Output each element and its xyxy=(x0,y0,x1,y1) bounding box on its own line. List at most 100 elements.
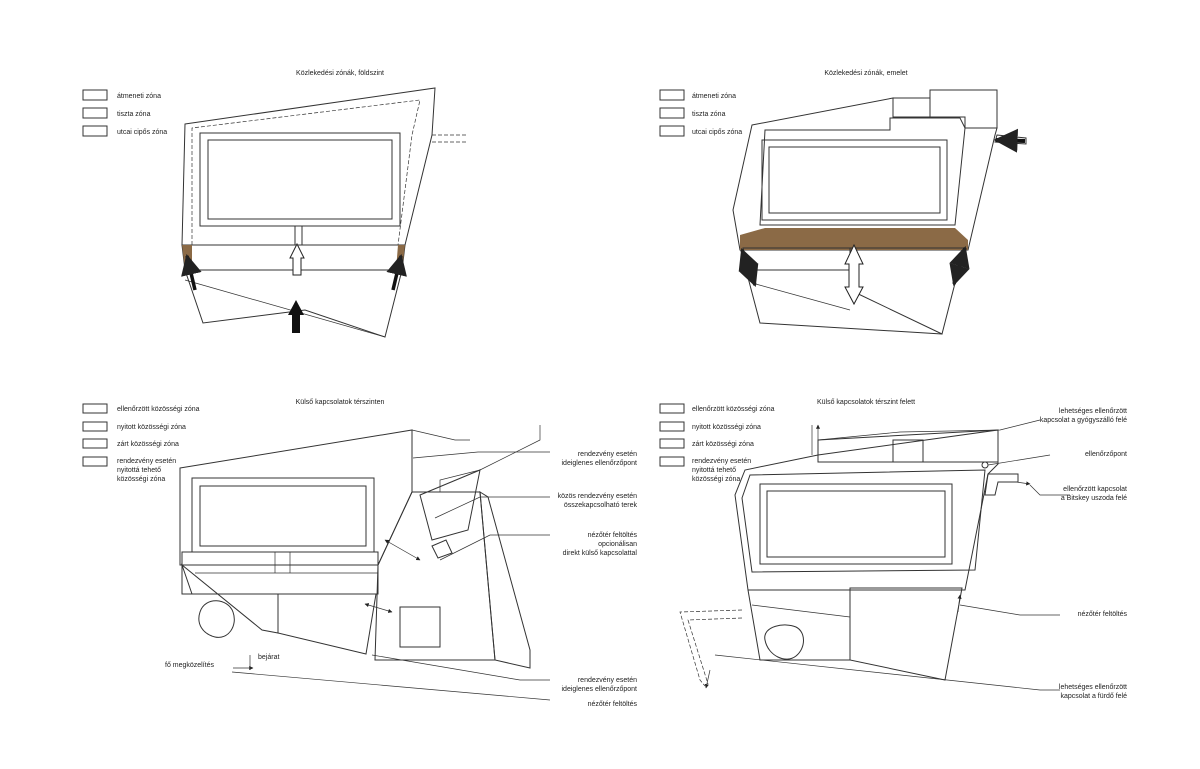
panel2-plan xyxy=(732,89,1027,335)
lower-outline xyxy=(747,589,850,661)
legend-hatch-line1: rendezvény esetén xyxy=(692,458,751,465)
hall-inner-outline xyxy=(207,139,393,220)
panel3-plan: rendezvény esetén ideiglenes ellenőrzőpo… xyxy=(165,425,637,708)
panel2-legend: átmeneti zóna tiszta zóna utcai cipős zó… xyxy=(659,89,742,137)
note-n1-line2: kapcsolat a gyógyszálló felé xyxy=(1040,417,1127,424)
left-entry-arrow-icon xyxy=(181,253,202,291)
transition-zone-top xyxy=(929,89,998,129)
leader-n5 xyxy=(714,654,1060,691)
connector-arrow-b xyxy=(364,603,393,613)
legend-label-clean: tiszta zóna xyxy=(117,111,151,118)
panel-upper-traffic-zones: Közlekedési zónák, emelet átmeneti zóna … xyxy=(659,70,1027,335)
street-corridor-ring xyxy=(732,97,998,251)
closed-zone-top xyxy=(817,429,999,463)
note-n4-line2: ideiglenes ellenőrzőpont xyxy=(562,686,638,693)
right-stair-arrow-icon xyxy=(949,245,970,287)
clean-entry-arrow-icon xyxy=(289,242,305,276)
double-arrow-icon xyxy=(844,243,864,306)
note-n4-line1: nézőtér feltöltés xyxy=(1078,611,1128,618)
legend-hatch-line2: nyitottá tehető xyxy=(692,467,736,474)
legend-swatch-street xyxy=(82,125,108,137)
leader-n2 xyxy=(987,454,1051,466)
upper-notch xyxy=(892,97,931,118)
note-n2-line1: közös rendezvény esetén xyxy=(558,493,637,500)
site-outline-b xyxy=(411,429,470,441)
street-diagonal-line xyxy=(184,279,386,338)
right-entry-arrow-icon xyxy=(386,253,407,291)
white-block-c xyxy=(399,606,441,648)
court-oval xyxy=(764,624,804,660)
fill-arrow-icon xyxy=(957,594,962,613)
legend-swatch-open xyxy=(82,421,108,432)
note-n3-line3: direkt külső kapcsolattal xyxy=(563,550,638,557)
note-n3-line2: a Bitskey uszoda felé xyxy=(1061,495,1127,502)
legend-label-controlled: ellenőrzött közösségi zóna xyxy=(117,406,200,413)
panel3-title: Külső kapcsolatok térszinten xyxy=(296,399,385,406)
hall-outer-outline xyxy=(191,477,375,553)
lower-diagonal xyxy=(751,282,851,311)
leader-n4 xyxy=(371,654,550,681)
note-n1-line1: rendezvény esetén xyxy=(578,451,637,458)
panel-upper-external-connections: Külső kapcsolatok térszint felett ellenő… xyxy=(659,399,1128,700)
panel1-plan xyxy=(181,87,468,338)
court-oval xyxy=(198,600,235,638)
legend-swatch-hatched xyxy=(82,456,108,467)
controlled-ring xyxy=(734,429,999,591)
dashed-bath-route-a xyxy=(679,609,743,687)
controlled-zone-right xyxy=(479,491,531,669)
panel4-plan: lehetséges ellenőrzött kapcsolat a gyógy… xyxy=(679,408,1128,700)
panel1-title: Közlekedési zónák, földszint xyxy=(296,70,384,77)
note-n3-line1: ellenőrzött kapcsolat xyxy=(1063,486,1127,493)
note-approach: fő megközelítés xyxy=(165,662,215,669)
legend-swatch-clean xyxy=(82,107,108,119)
lower-diagonal xyxy=(751,604,851,618)
open-zone-left xyxy=(180,563,279,634)
leader-n1 xyxy=(412,451,550,459)
main-entry-arrow-icon xyxy=(288,300,304,333)
legend-label-controlled: ellenőrzött közösségi zóna xyxy=(692,406,775,413)
hall-inner-outline xyxy=(768,146,941,214)
legend-label-closed: zárt közösségi zóna xyxy=(692,441,754,448)
open-zone-right xyxy=(374,491,496,661)
hall-inner-outline xyxy=(766,490,946,558)
legend-swatch-controlled xyxy=(82,403,108,414)
left-stair-arrow-icon xyxy=(738,248,759,287)
note-n1-line1: lehetséges ellenőrzött xyxy=(1059,408,1127,415)
legend-hatch-line1: rendezvény esetén xyxy=(117,458,176,465)
note-n2-line1: ellenőrzőpont xyxy=(1085,451,1127,458)
clean-zone-bottom xyxy=(849,247,965,335)
top-notch xyxy=(892,439,924,463)
legend-label-closed: zárt közösségi zóna xyxy=(117,441,179,448)
leader-n1 xyxy=(817,419,1041,441)
legend-swatch-transition xyxy=(82,89,108,101)
legend-hatch-line3: közösségi zóna xyxy=(117,476,165,483)
hall-outer-outline xyxy=(761,139,948,221)
note-n4-line1: rendezvény esetén xyxy=(578,677,637,684)
legend-swatch-street xyxy=(659,125,685,137)
panel4-title: Külső kapcsolatok térszint felett xyxy=(817,399,915,406)
hall-outer-outline xyxy=(759,483,953,565)
corridor-band xyxy=(740,228,968,250)
legend-swatch-clean xyxy=(659,107,685,119)
closed-zone-bottom xyxy=(849,587,963,681)
hall-outer-outline xyxy=(199,132,401,227)
panel1-legend: átmeneti zóna tiszta zóna utcai cipős zó… xyxy=(82,89,167,137)
legend-label-street: utcai cipős zóna xyxy=(692,129,742,136)
leader-n4 xyxy=(959,604,1060,616)
white-block-a xyxy=(419,469,481,541)
leader-n2 xyxy=(434,496,550,519)
leader-n5 xyxy=(231,671,551,701)
leader-n3 xyxy=(439,534,550,561)
legend-swatch-closed xyxy=(82,438,108,449)
legend-swatch-open xyxy=(659,421,685,432)
controlled-link xyxy=(984,473,1019,496)
bath-arrow-icon xyxy=(704,669,711,689)
legend-hatch-line2: nyitottá tehető xyxy=(117,467,161,474)
controlled-zone-middle xyxy=(277,593,377,655)
note-n5-line1: nézőtér feltöltés xyxy=(588,701,638,708)
note-n3-line2: opcionálisan xyxy=(598,541,637,548)
panel-ground-external-connections: Külső kapcsolatok térszinten ellenőrzött… xyxy=(82,399,637,708)
site-outline-a xyxy=(411,425,541,493)
leader-n3 xyxy=(1029,484,1070,496)
legend-label-transition: átmeneti zóna xyxy=(117,93,161,100)
